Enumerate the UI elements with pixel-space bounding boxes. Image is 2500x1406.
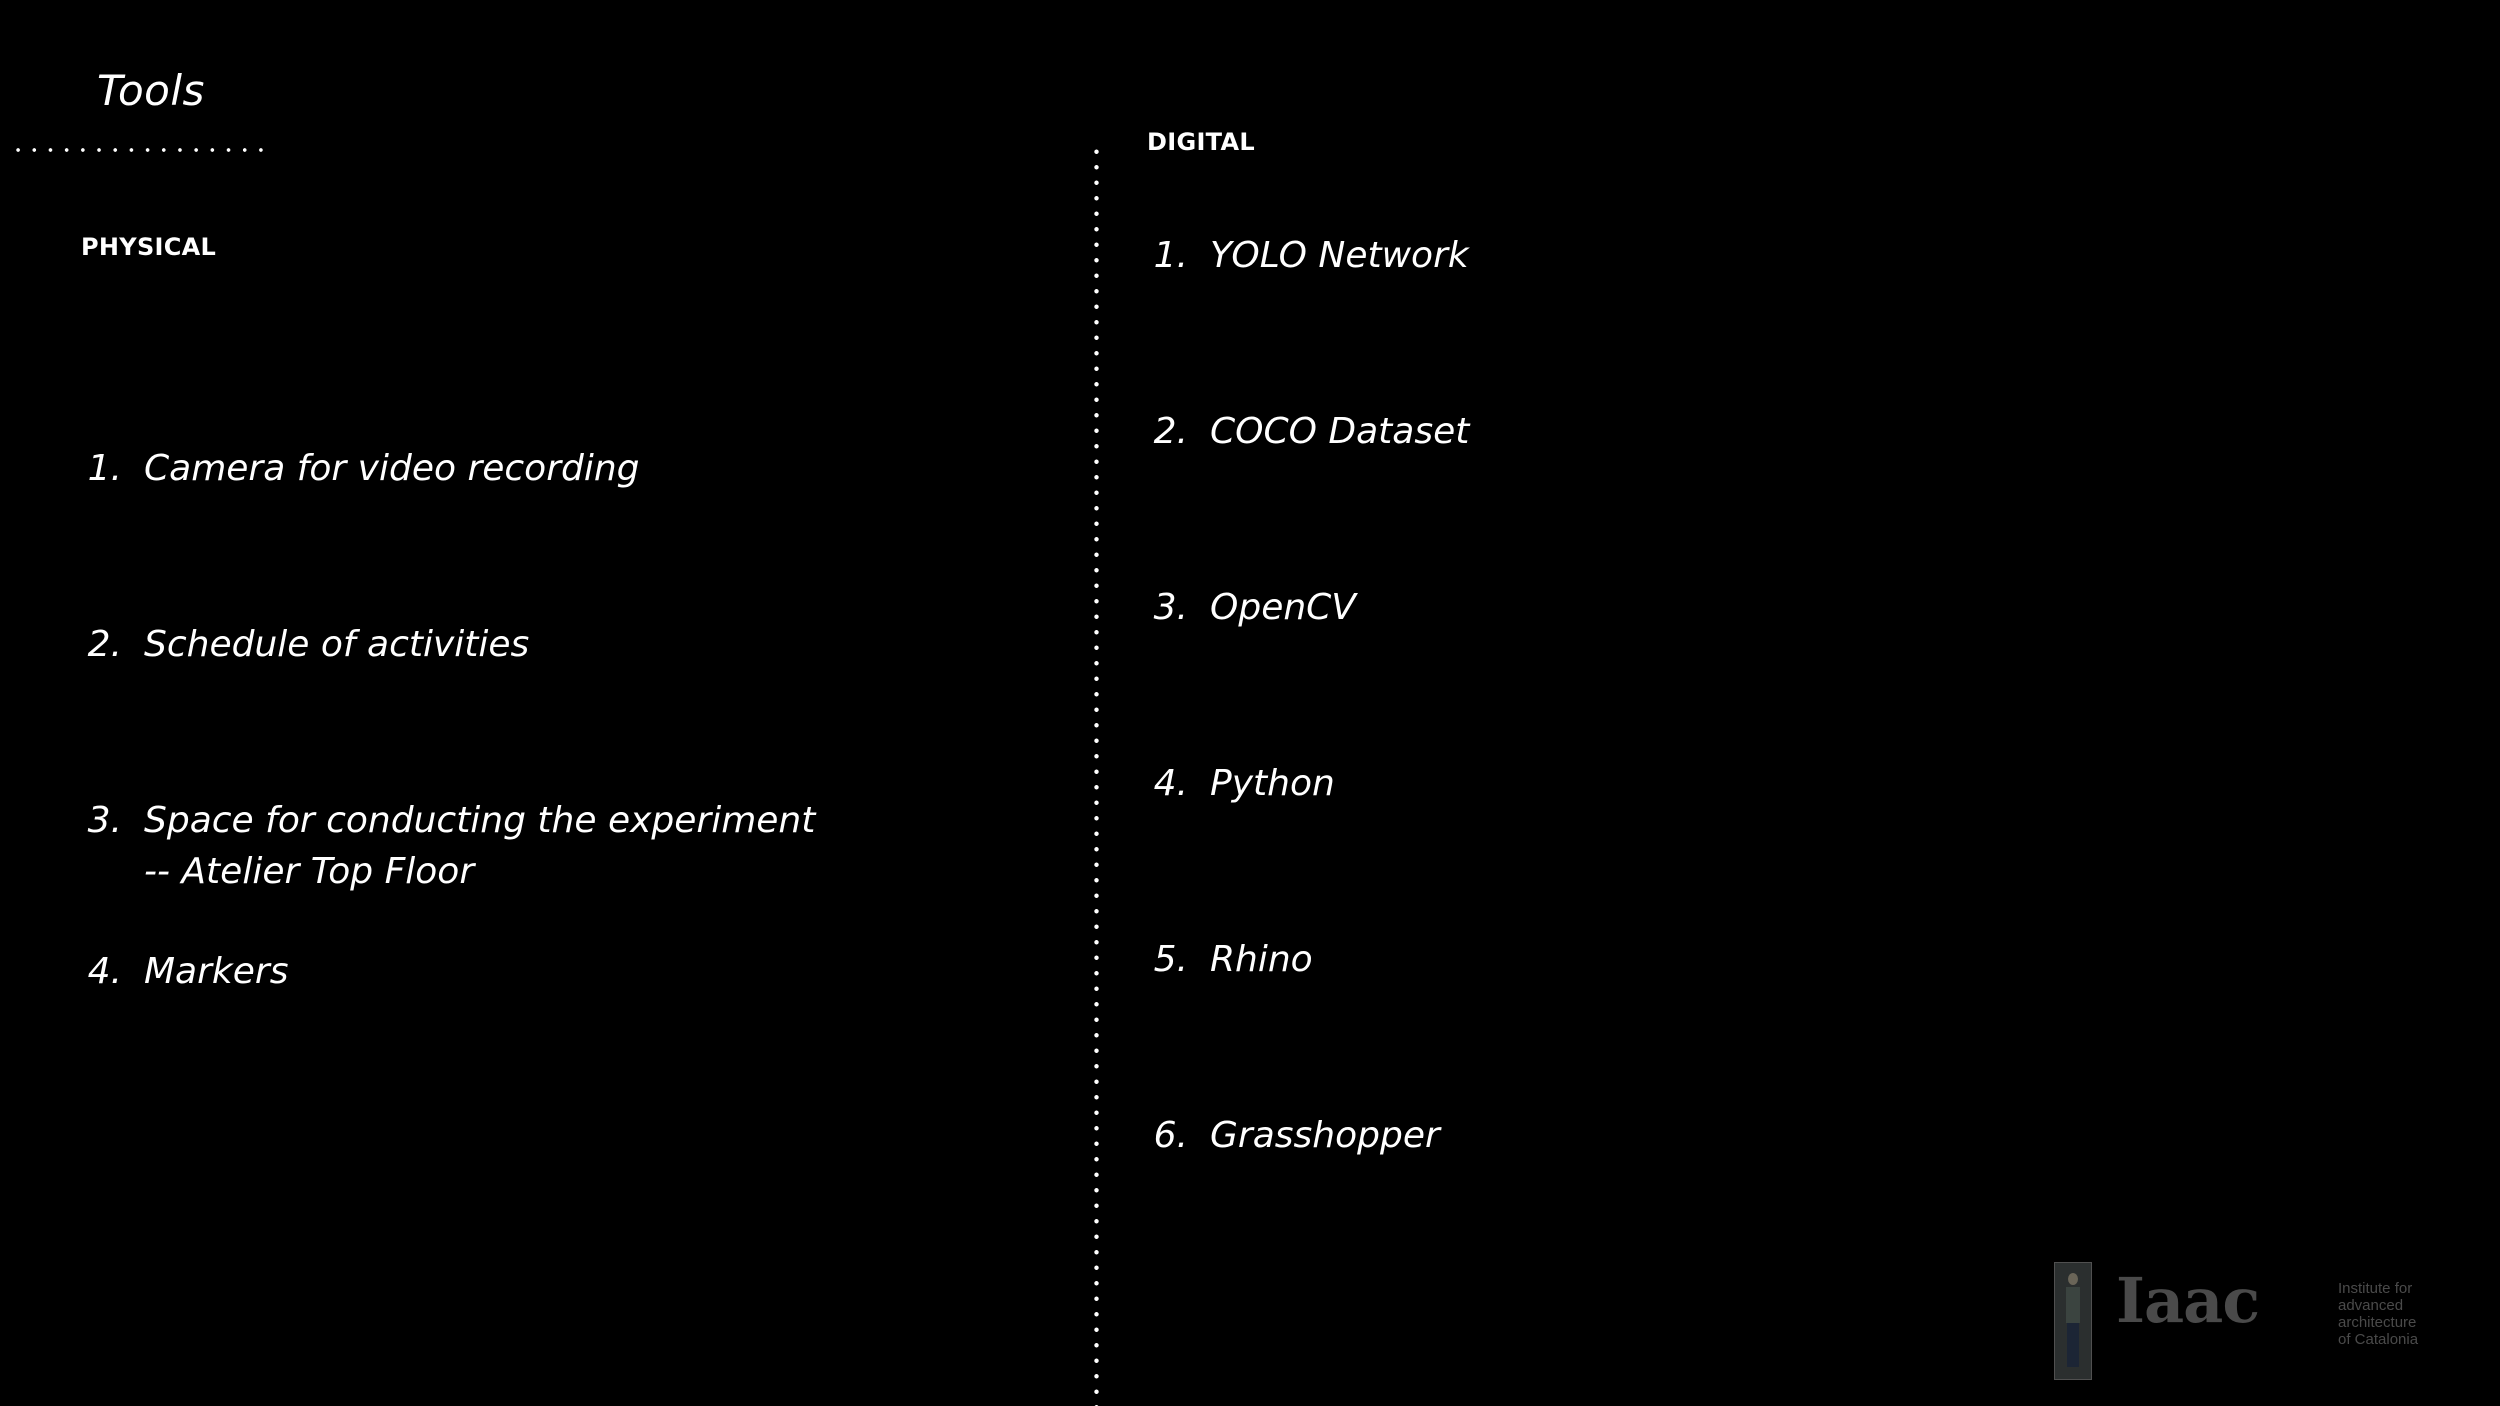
- list-item-text-continued: -- Atelier Top Floor: [144, 851, 475, 892]
- list-number: 3.: [87, 800, 122, 841]
- list-item-text: YOLO Network: [1210, 235, 1469, 276]
- logo-caption-line: of Catalonia: [2338, 1331, 2419, 1348]
- list-item-text: COCO Dataset: [1210, 411, 1470, 452]
- logo-wordmark: Iaac: [2116, 1264, 2260, 1337]
- logo-caption-line: architecture: [2338, 1314, 2417, 1331]
- list-number: 5.: [1153, 939, 1188, 980]
- iaac-logo: Iaac Institute for advanced architecture…: [2048, 1262, 2428, 1380]
- digital-section-label: DIGITAL: [1147, 128, 1255, 156]
- list-number: 6.: [1153, 1115, 1188, 1156]
- logo-caption: Institute for advanced architecture of C…: [2338, 1280, 2418, 1348]
- list-item-text: Space for conducting the experiment: [144, 800, 816, 841]
- slide-title: Tools: [97, 66, 205, 115]
- title-dotted-underline: [10, 148, 268, 152]
- list-number: 1.: [1153, 235, 1188, 276]
- logo-caption-line: Institute for: [2338, 1280, 2413, 1297]
- person-figure-thumbnail: [2054, 1262, 2092, 1380]
- logo-caption-line: advanced: [2338, 1297, 2404, 1314]
- list-number: 3.: [1153, 587, 1188, 628]
- list-number: 2.: [1153, 411, 1188, 452]
- list-item-text: Schedule of activities: [144, 624, 530, 665]
- list-item-text: Markers: [144, 951, 289, 992]
- list-item-text: OpenCV: [1210, 587, 1356, 628]
- list-number: 4.: [1153, 763, 1188, 804]
- list-item-text: Camera for video recording: [144, 448, 640, 489]
- list-number: 2.: [87, 624, 122, 665]
- column-divider: [1094, 144, 1099, 1406]
- list-number: 1.: [87, 448, 122, 489]
- physical-section-label: PHYSICAL: [81, 233, 217, 261]
- list-number: 4.: [87, 951, 122, 992]
- list-item-text: Grasshopper: [1210, 1115, 1440, 1156]
- list-item-text: Rhino: [1210, 939, 1313, 980]
- list-item-text: Python: [1210, 763, 1335, 804]
